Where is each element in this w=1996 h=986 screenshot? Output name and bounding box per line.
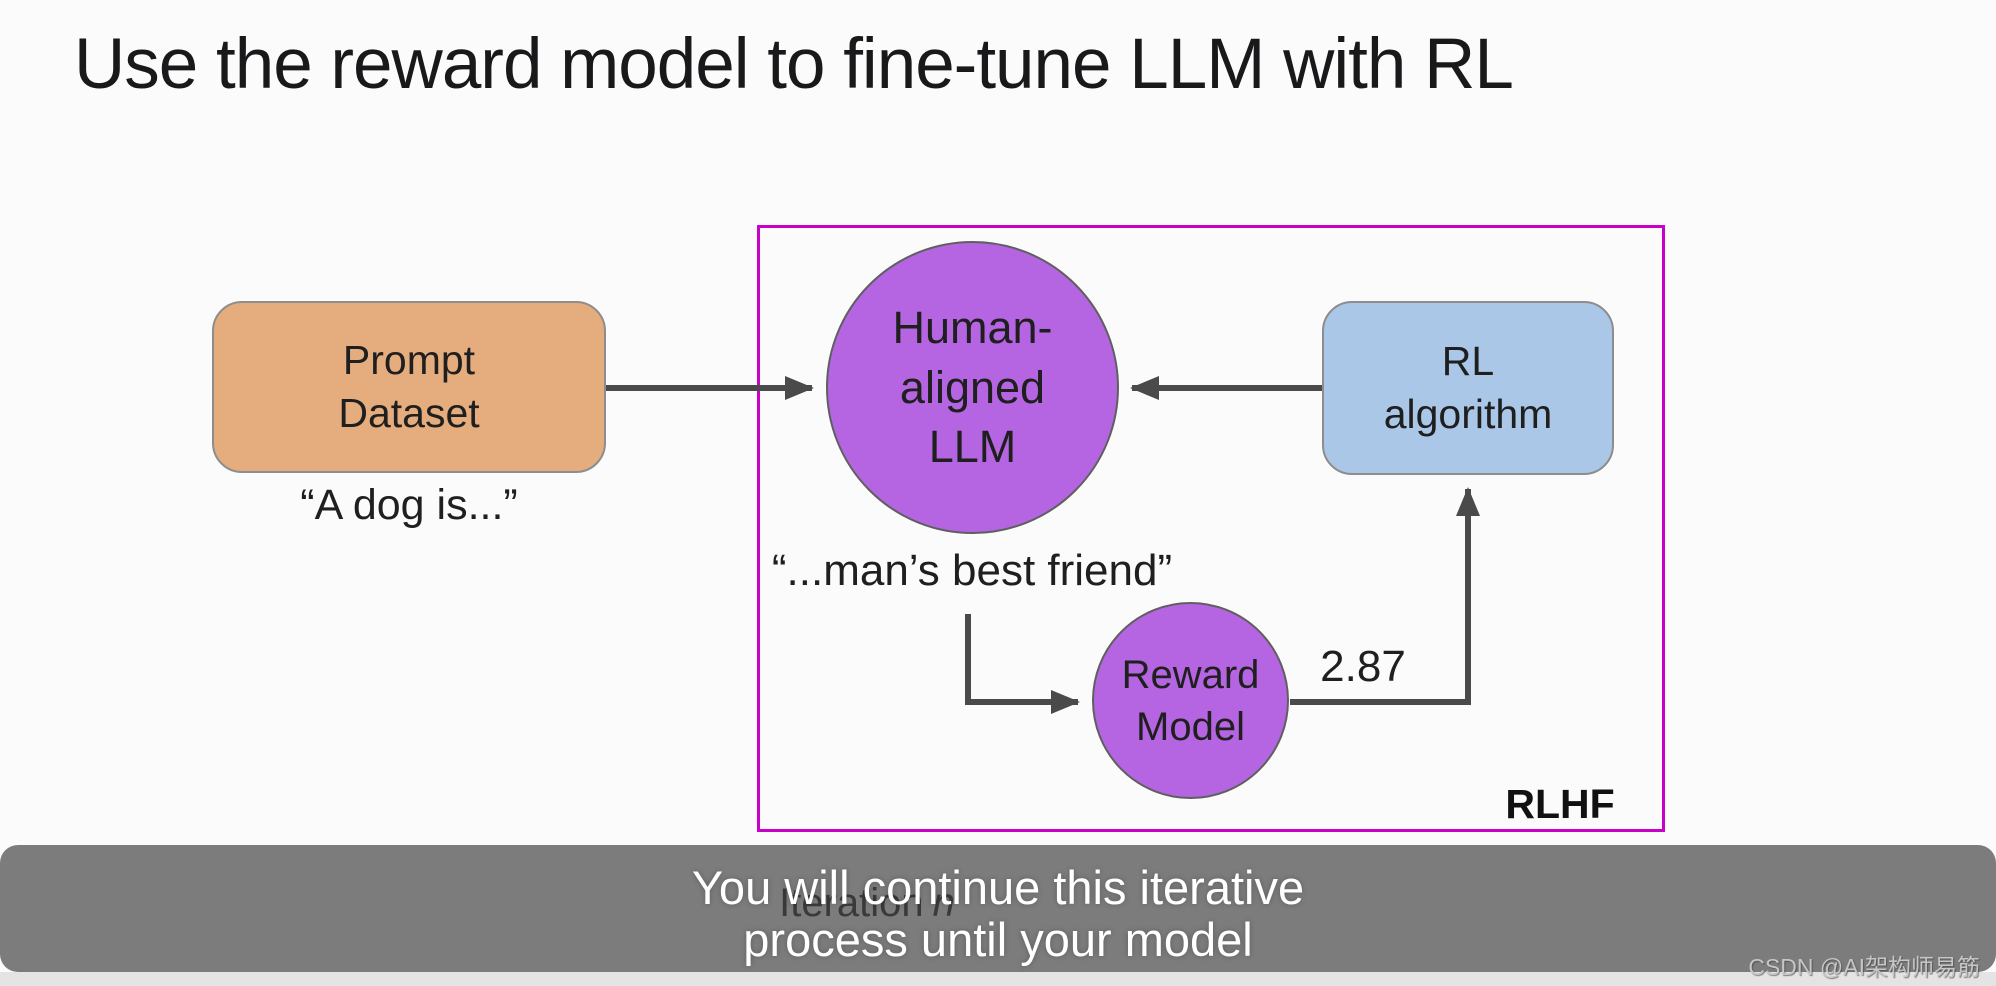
reward-model-label-line1: Reward (1121, 652, 1260, 697)
iteration-variable: n (932, 881, 955, 925)
rl-algorithm-label-line1: RL (1441, 337, 1495, 384)
bottom-strip (0, 972, 1996, 986)
subtitle-line-2: process until your model (743, 913, 1253, 966)
rl-algorithm-node: RL algorithm (1322, 301, 1614, 475)
rlhf-group-box (757, 225, 1665, 832)
rlhf-label: RLHF (1505, 781, 1615, 827)
human-aligned-llm-node: Human- aligned LLM (826, 241, 1119, 534)
subtitle-line-1: You will continue this iterative (691, 861, 1305, 914)
reward-model-label-line2: Model (1136, 704, 1245, 749)
prompt-dataset-label-line1: Prompt (342, 336, 476, 383)
rl-algorithm-label-line2: algorithm (1383, 391, 1553, 437)
prompt-example-quote: “A dog is...” (300, 481, 518, 529)
watermark-text: CSDN @AI架构师易筋 (1748, 954, 1980, 980)
llm-label-line3: LLM (928, 421, 1017, 473)
llm-label-line1: Human- (892, 302, 1053, 354)
llm-output-quote: “...man’s best friend” (771, 546, 1173, 595)
subtitle-text: You will continue this iterative process… (0, 862, 1996, 966)
iteration-word: Iteration (779, 881, 924, 925)
llm-label-line2: aligned (899, 361, 1046, 413)
reward-model-node: Reward Model (1092, 602, 1289, 799)
prompt-dataset-node: Prompt Dataset (212, 301, 606, 473)
prompt-dataset-label-line2: Dataset (338, 390, 480, 436)
slide-title: Use the reward model to fine-tune LLM wi… (74, 25, 1514, 104)
reward-score-value: 2.87 (1320, 642, 1406, 691)
